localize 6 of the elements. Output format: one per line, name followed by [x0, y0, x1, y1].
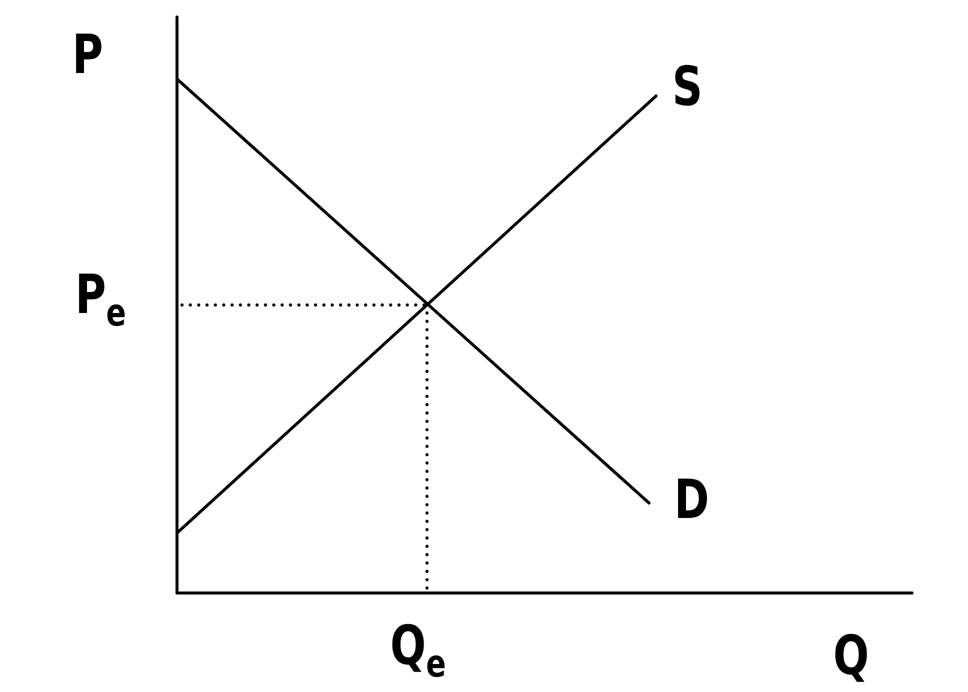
- curve-label: S: [675, 64, 700, 106]
- axis-label: Q: [835, 634, 867, 682]
- equilibrium-label: Q$_{e}$: [392, 624, 445, 678]
- axis-label: P: [76, 34, 102, 73]
- curve-label: D: [678, 478, 707, 518]
- equilibrium-label: P$_{e}$: [79, 274, 125, 326]
